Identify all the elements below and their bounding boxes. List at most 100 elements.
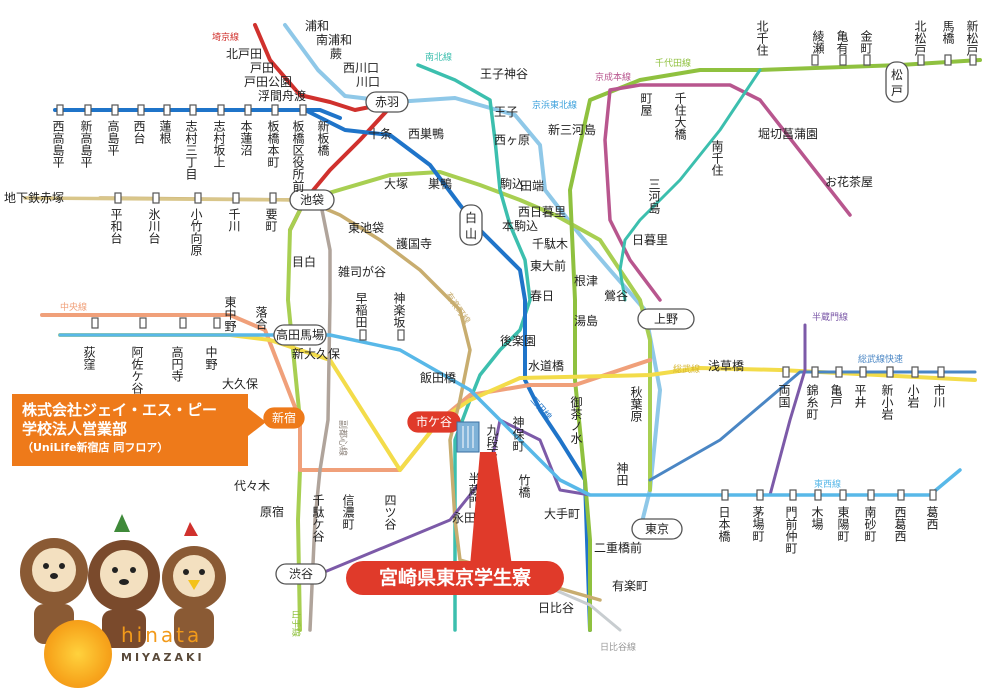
- station-label: 巣鴨: [428, 177, 452, 191]
- company-name: 株式会社ジェイ・エス・ピー: [22, 401, 218, 419]
- hub-label: 赤羽: [375, 95, 399, 109]
- station-label: 九段下: [485, 424, 499, 460]
- station-label: 西葛西: [893, 506, 907, 542]
- hub-tokyo[interactable]: 東京: [631, 518, 683, 540]
- station-label: 湯島: [574, 313, 598, 328]
- station-marker: [944, 54, 952, 66]
- station-label: 蓮根: [158, 120, 172, 144]
- hub-shibuya[interactable]: 渋谷: [275, 563, 327, 585]
- station-label: 戸田: [250, 61, 274, 75]
- station-marker: [867, 489, 875, 501]
- station-label: 南浦和: [316, 32, 352, 47]
- station-label: 御茶ノ水: [569, 395, 583, 444]
- station-label: 北松戸: [913, 20, 927, 57]
- mita-line: [303, 108, 592, 632]
- station-label: 南千住: [710, 139, 724, 176]
- station-marker: [152, 192, 160, 204]
- station-label: 金町: [859, 29, 873, 54]
- hub-label: 新宿: [272, 410, 296, 425]
- hub-label-char: 松: [891, 68, 903, 82]
- station-label: 氷川台: [147, 208, 161, 244]
- station-label: 神田: [615, 462, 629, 486]
- yurakucho-line: [98, 196, 602, 602]
- station-label: 馬橋: [941, 20, 955, 45]
- station-label: 新小岩: [880, 383, 894, 420]
- station-label: 小竹向原: [189, 208, 203, 256]
- hub-ueno[interactable]: 上野: [637, 308, 695, 330]
- station-label: 東中野: [223, 296, 237, 332]
- station-label: 南砂町: [863, 505, 877, 542]
- chiyoda-line: [568, 58, 982, 632]
- station-label: 板橋本町: [266, 120, 280, 168]
- station-label: 志村三丁目: [184, 120, 198, 180]
- brand-subtitle: MIYAZAKI: [121, 651, 205, 664]
- fukutoshin-line: [308, 198, 332, 632]
- station-label: 東陽町: [836, 506, 850, 542]
- station-label: 田端: [520, 179, 544, 193]
- line-label: 副都心線: [337, 420, 349, 456]
- station-label: 要町: [264, 208, 278, 232]
- hub-akabane[interactable]: 赤羽: [365, 91, 409, 113]
- company-callout-pointer: [248, 408, 266, 436]
- station-marker: [782, 366, 790, 378]
- line-label: 埼京線: [212, 31, 239, 43]
- line-label: 山手線: [290, 610, 302, 637]
- station-marker: [194, 192, 202, 204]
- station-label: 堀切菖蒲園: [758, 126, 818, 141]
- mascot-illustration: [20, 514, 226, 648]
- company-department: 学校法人営業部: [22, 420, 128, 438]
- tsukuba-line: [618, 68, 762, 302]
- station-label: 綾瀬: [811, 29, 825, 54]
- hub-ichigaya[interactable]: 市ケ谷: [407, 411, 461, 433]
- station-label: 西高島平: [51, 120, 65, 168]
- station-label: 神保町: [511, 416, 525, 452]
- hub-matsudo[interactable]: 松 戸: [885, 61, 909, 103]
- hub-takadanobaba[interactable]: 高田馬場: [273, 324, 327, 346]
- station-label: 西巣鴨: [408, 127, 444, 141]
- station-marker: [56, 104, 64, 116]
- hub-label: 渋谷: [289, 567, 313, 581]
- station-label: 十条: [368, 127, 392, 141]
- station-labels: 浦和 南浦和 蕨 西川口 川口 北戸田 戸田 戸田公園 浮間舟渡 王子神谷 王子…: [4, 19, 979, 615]
- dormitory-callout[interactable]: 宮崎県東京学生寮: [346, 561, 564, 595]
- station-marker: [163, 104, 171, 116]
- line-label: 千代田線: [655, 57, 691, 69]
- station-label: 大手町: [544, 507, 580, 521]
- station-label: 戸田公園: [244, 75, 292, 89]
- station-label: 荻窪: [82, 346, 96, 371]
- station-label: 日暮里: [632, 233, 668, 247]
- station-label: 鶯谷: [604, 288, 628, 303]
- hub-label: 上野: [654, 312, 678, 326]
- hub-label-char: 山: [465, 227, 477, 241]
- station-label: 志村坂上: [212, 120, 226, 168]
- station-marker: [232, 192, 240, 204]
- station-label: 東大前: [530, 258, 566, 273]
- station-label: 亀戸: [829, 384, 843, 409]
- hibiya-line: [553, 588, 622, 632]
- mita-line-west: [53, 108, 342, 120]
- station-marker: [789, 489, 797, 501]
- station-label: 落合: [254, 306, 268, 330]
- station-marker: [84, 104, 92, 116]
- station-label: 秋葉原: [629, 386, 643, 422]
- hub-shinjuku[interactable]: 新宿: [263, 407, 305, 429]
- station-label: 本駒込: [502, 219, 538, 233]
- station-label: 原宿: [260, 504, 284, 519]
- line-label: 総武線快速: [858, 353, 903, 365]
- station-label: 千川: [227, 208, 241, 232]
- station-marker: [811, 366, 819, 378]
- station-label: 大久保: [222, 377, 258, 391]
- station-markers: [56, 54, 977, 501]
- hub-label-char: 白: [465, 210, 477, 225]
- station-label: 神楽坂: [392, 292, 406, 329]
- keihin-tohoku-line: [283, 23, 662, 532]
- hub-ikebukuro[interactable]: 池袋: [289, 189, 335, 211]
- line-label: 京浜東北線: [532, 99, 577, 111]
- station-marker: [137, 104, 145, 116]
- station-marker: [217, 104, 225, 116]
- hub-hakusan[interactable]: 白 山: [459, 204, 483, 246]
- station-marker: [271, 104, 279, 116]
- station-label: 蕨: [330, 47, 342, 61]
- station-label: 浅草橋: [708, 359, 744, 373]
